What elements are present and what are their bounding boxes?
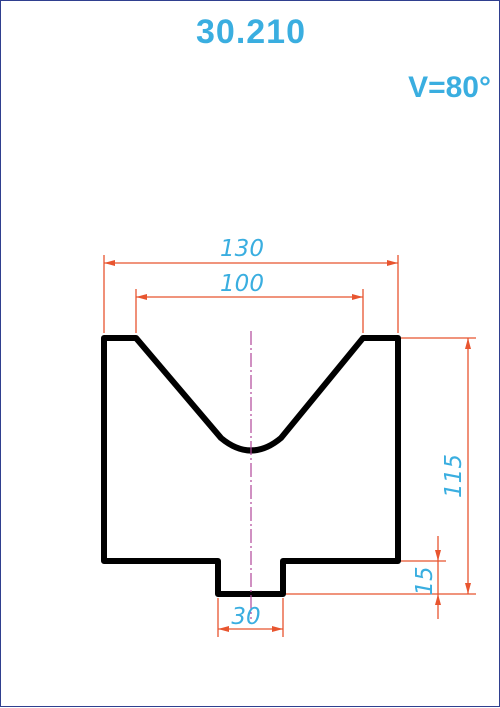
v-angle-label: V=80° — [408, 71, 491, 104]
width-100-arrow-left — [136, 294, 147, 300]
dim-115-label: 115 — [441, 454, 467, 498]
dim-100-label: 100 — [220, 271, 264, 297]
width-130-arrow-right — [387, 260, 398, 266]
dim-30-label: 30 — [231, 604, 260, 630]
height-115-arrow-top — [465, 338, 471, 349]
height-115-arrow-bottom — [465, 583, 471, 594]
width-30-arrow-left — [218, 626, 229, 632]
width-130-arrow-left — [104, 260, 115, 266]
die-outline — [101, 335, 401, 597]
part-number-title: 30.210 — [196, 13, 306, 51]
dim-15-label: 15 — [412, 566, 438, 595]
height-15-arrow-bottom — [435, 594, 441, 605]
width-30-arrow-right — [272, 626, 283, 632]
height-15-arrow-top — [435, 550, 441, 561]
width-100-arrow-right — [352, 294, 363, 300]
dim-130-label: 130 — [220, 236, 264, 262]
